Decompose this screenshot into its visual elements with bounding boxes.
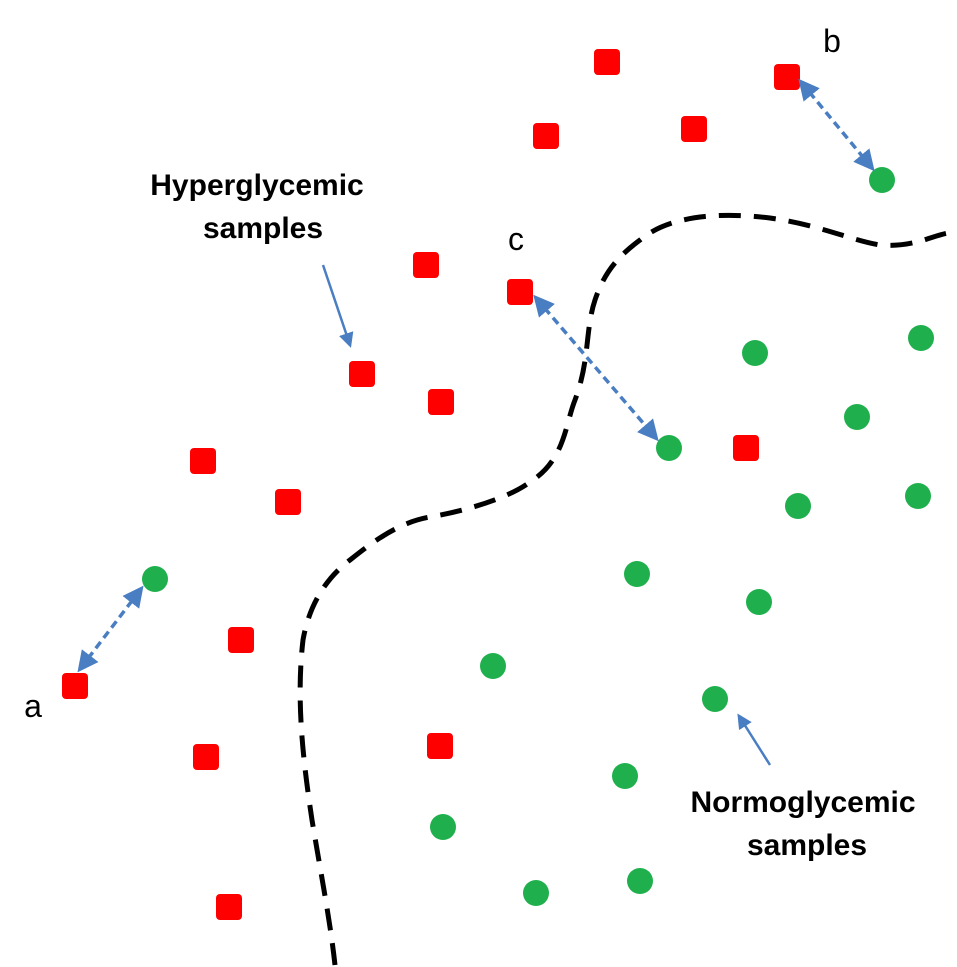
- distance-arrow-c: [533, 294, 659, 442]
- hyperglycemic-sample-a: [62, 673, 88, 699]
- normoglycemic-sample: [612, 763, 638, 789]
- hyperglycemic-label-line2: samples: [203, 212, 323, 245]
- normoglycemic-sample: [430, 814, 456, 840]
- hyperglycemic-sample: [193, 744, 219, 770]
- hyperglycemic-sample: [594, 49, 620, 75]
- point-label-c: c: [508, 221, 524, 257]
- normoglycemic-sample: [627, 868, 653, 894]
- normoglycemic-sample: [785, 493, 811, 519]
- normoglycemic-label-line2: samples: [747, 829, 867, 862]
- normoglycemic-sample: [523, 880, 549, 906]
- hyperglycemic-sample: [733, 435, 759, 461]
- normoglycemic-sample: [746, 589, 772, 615]
- hyperglycemic-sample: [275, 489, 301, 515]
- decision-boundary: [297, 212, 957, 966]
- normoglycemic-sample: [480, 653, 506, 679]
- hyperglycemic-sample: [228, 627, 254, 653]
- normoglycemic-label-line1: Normoglycemic: [690, 786, 915, 819]
- distance-arrow-b: [798, 78, 875, 172]
- hyperglycemic-sample: [349, 361, 375, 387]
- hyperglycemic-sample: [216, 894, 242, 920]
- point-label-b: b: [823, 23, 841, 59]
- normoglycemic-sample-a: [142, 566, 168, 592]
- hyperglycemic-callout-arrow: [321, 264, 354, 348]
- normoglycemic-sample-c: [656, 435, 682, 461]
- normoglycemic-sample: [742, 340, 768, 366]
- hyperglycemic-sample-b: [774, 64, 800, 90]
- normoglycemic-sample: [702, 686, 728, 712]
- normoglycemic-sample: [905, 483, 931, 509]
- normoglycemic-sample: [908, 325, 934, 351]
- hyperglycemic-sample-c: [507, 279, 533, 305]
- normoglycemic-callout-arrow: [737, 713, 772, 766]
- hyperglycemic-label-line1: Hyperglycemic: [150, 169, 363, 202]
- point-label-a: a: [24, 688, 42, 724]
- distance-arrow-a: [77, 585, 144, 673]
- hyperglycemic-sample: [413, 252, 439, 278]
- hyperglycemic-sample: [428, 389, 454, 415]
- normoglycemic-samples: [142, 167, 934, 906]
- normoglycemic-sample: [624, 561, 650, 587]
- hyperglycemic-sample: [533, 123, 559, 149]
- normoglycemic-sample-b: [869, 167, 895, 193]
- hyperglycemic-sample: [681, 116, 707, 142]
- normoglycemic-sample: [844, 404, 870, 430]
- hyperglycemic-sample: [190, 448, 216, 474]
- hyperglycemic-samples: [62, 49, 800, 920]
- hyperglycemic-sample: [427, 733, 453, 759]
